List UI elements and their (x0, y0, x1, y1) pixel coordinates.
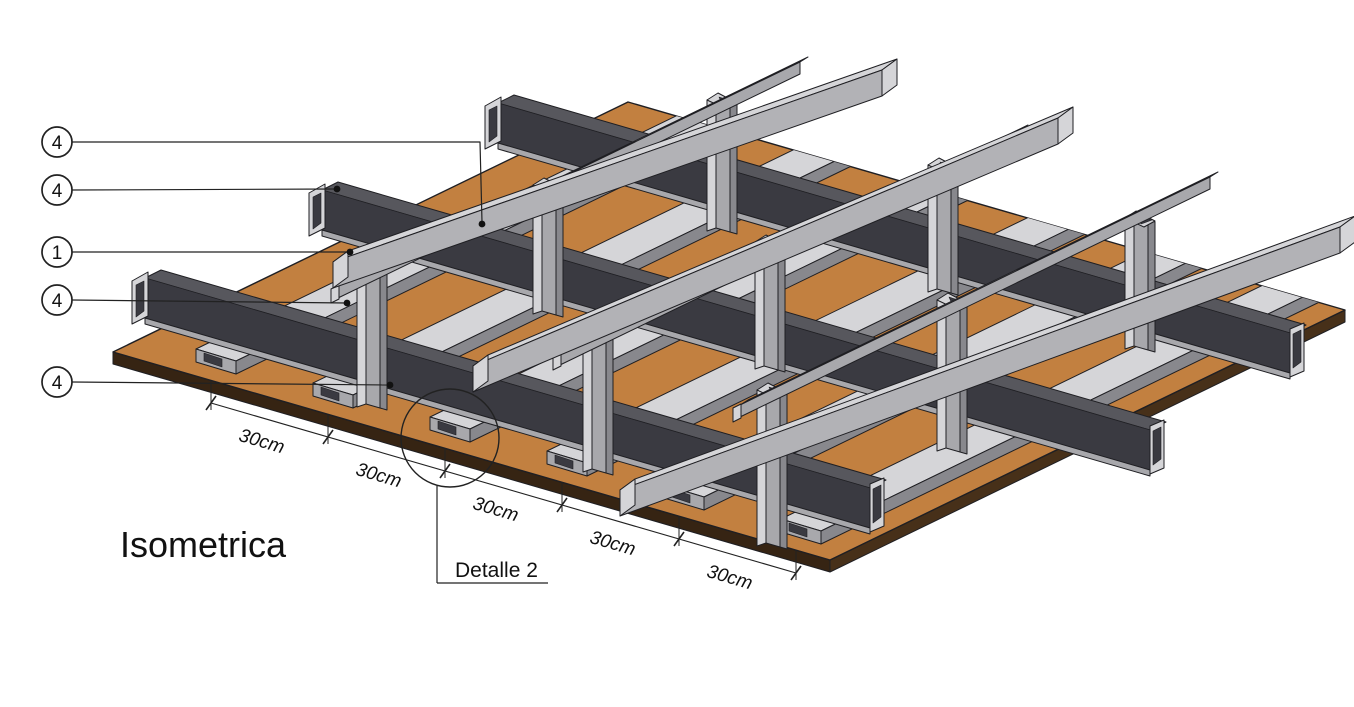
callout-leaders (71, 141, 486, 389)
box-beam-end-cap (1057, 106, 1074, 145)
box-beam-end-cap (881, 58, 898, 97)
dimension-label: 30cm (704, 561, 754, 594)
callout-label: 4 (52, 291, 63, 312)
dimension-label: 30cm (470, 493, 520, 526)
callout-badge-4b: 4 (41, 174, 73, 206)
leader-line (71, 188, 338, 191)
callout-badge-4c: 4 (41, 284, 73, 316)
callout-label: 4 (52, 133, 63, 154)
leader-line (71, 299, 348, 304)
c-channel-end-slot (872, 484, 882, 524)
hat-channel-slot (203, 352, 223, 368)
box-beam-end-cap (1339, 216, 1354, 254)
stud-flange-side (1147, 218, 1156, 353)
c-channel-end-slot (488, 105, 498, 143)
stud-flange-side (779, 390, 788, 550)
dimension-tick (205, 395, 217, 411)
detail-callout: Detalle 2 (400, 388, 548, 584)
leader-dot (346, 248, 354, 256)
stud-web (1133, 214, 1149, 351)
stud-web (591, 331, 607, 474)
callout-label: 1 (52, 243, 63, 264)
callout-badge-4d: 4 (41, 366, 73, 398)
leader-line (71, 381, 391, 386)
leader-dot (478, 220, 486, 228)
dimension-tick (439, 463, 451, 479)
dimension-tick (790, 565, 802, 581)
c-channel-end-slot (1292, 329, 1302, 369)
c-channel-end-slot (135, 280, 145, 318)
stud-web (765, 386, 781, 548)
callout-badge-1: 1 (41, 236, 73, 268)
dimension-tick (673, 531, 685, 547)
hat-channel-slot (788, 522, 808, 538)
hat-channel-slot (437, 420, 457, 436)
leader-dot (333, 185, 341, 193)
stud-web (365, 266, 381, 409)
hat-channel-slot (320, 386, 340, 402)
framing-structure (131, 56, 1354, 550)
view-title: Isometrica (120, 524, 287, 565)
leader-line (72, 141, 483, 223)
dimension-label: 30cm (587, 527, 637, 560)
leader-dot (386, 381, 394, 389)
callout-badge-4a: 4 (41, 126, 73, 158)
box-beam-end-cap (332, 250, 349, 289)
callout-label: 4 (52, 373, 63, 394)
c-channel-end-slot (312, 192, 322, 230)
callout-label: 4 (52, 181, 63, 202)
stud-flange-side (379, 270, 388, 411)
stud-flange-side (605, 335, 614, 476)
hat-channel-slot (554, 454, 574, 470)
stud-flange (756, 386, 767, 547)
dimension-label: 30cm (353, 459, 403, 492)
dimension-line (210, 402, 797, 574)
detail-label: Detalle 2 (455, 559, 538, 582)
dimension-tick (556, 497, 568, 513)
callout-badges: 4 4 1 4 4 (41, 126, 73, 398)
leader-dot (343, 299, 351, 307)
dimension-label: 30cm (236, 425, 286, 458)
stud-web (715, 96, 731, 233)
detail-circle (400, 388, 500, 488)
c-channel-end-slot (1152, 426, 1162, 466)
box-beam-end-cap (472, 354, 489, 393)
box-beam-end-cap (619, 478, 636, 517)
top-rail-lip-cap (732, 403, 742, 423)
dimension-tick (322, 429, 334, 445)
